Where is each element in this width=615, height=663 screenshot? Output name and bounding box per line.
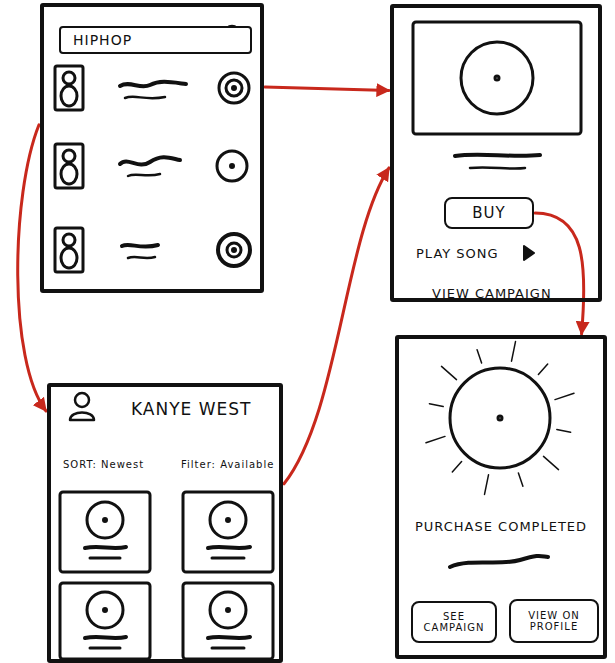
sun-ray <box>426 436 445 442</box>
album-art <box>413 22 581 169</box>
result-row <box>55 144 247 188</box>
album-card <box>60 583 150 659</box>
label-text: BUY <box>472 204 505 222</box>
label-text: PLAY SONG <box>416 246 499 261</box>
artist-icon <box>70 393 94 420</box>
flow-arrow <box>265 87 389 90</box>
sun-ray <box>555 393 574 399</box>
squiggle-line <box>450 556 548 567</box>
action-button: VIEW ON PROFILE <box>509 599 599 643</box>
sun-ray <box>485 475 489 495</box>
purchased-album <box>426 342 574 495</box>
label-text: KANYE WEST <box>131 399 251 419</box>
phone-screen: PURCHASE COMPLETED SEE CAMPAIGN VIEW ON PR… <box>395 335 607 659</box>
label-text: VIEW ON PROFILE <box>514 610 594 633</box>
buy-button: BUY <box>444 197 534 229</box>
action-button: SEE CAMPAIGN <box>411 601 497 643</box>
sun-ray <box>477 350 482 363</box>
sun-ray <box>512 342 516 362</box>
label-text: HIPHOP <box>73 32 132 48</box>
sun-ray <box>429 404 443 407</box>
result-row <box>55 228 250 272</box>
flow-arrow <box>284 168 389 484</box>
label-text: SEE CAMPAIGN <box>416 611 492 634</box>
search-box: HIPHOP <box>59 26 252 54</box>
sun-ray <box>442 366 457 379</box>
label-text: SORT: Newest <box>63 459 144 470</box>
sun-ray <box>518 473 523 486</box>
sun-ray <box>452 462 461 473</box>
phone-screen: HIPHOP <box>40 3 264 293</box>
play-icon <box>524 246 534 260</box>
album-card <box>183 492 273 572</box>
album-card <box>183 583 273 659</box>
phone-screen: PLAY SONG VIEW CAMPAIGN BUY <box>390 4 602 302</box>
flow-arrow <box>535 213 584 334</box>
result-row <box>55 66 249 110</box>
phone-screen: KANYE WEST SORT: Newest Filter: Available <box>47 383 283 663</box>
label-text: PURCHASE COMPLETED <box>415 519 587 534</box>
sun-ray <box>538 364 547 375</box>
album-card <box>60 492 150 572</box>
sun-ray <box>544 456 559 469</box>
label-text: Filter: Available <box>181 459 274 470</box>
label-text: VIEW CAMPAIGN <box>432 286 552 301</box>
sun-ray <box>557 430 571 433</box>
